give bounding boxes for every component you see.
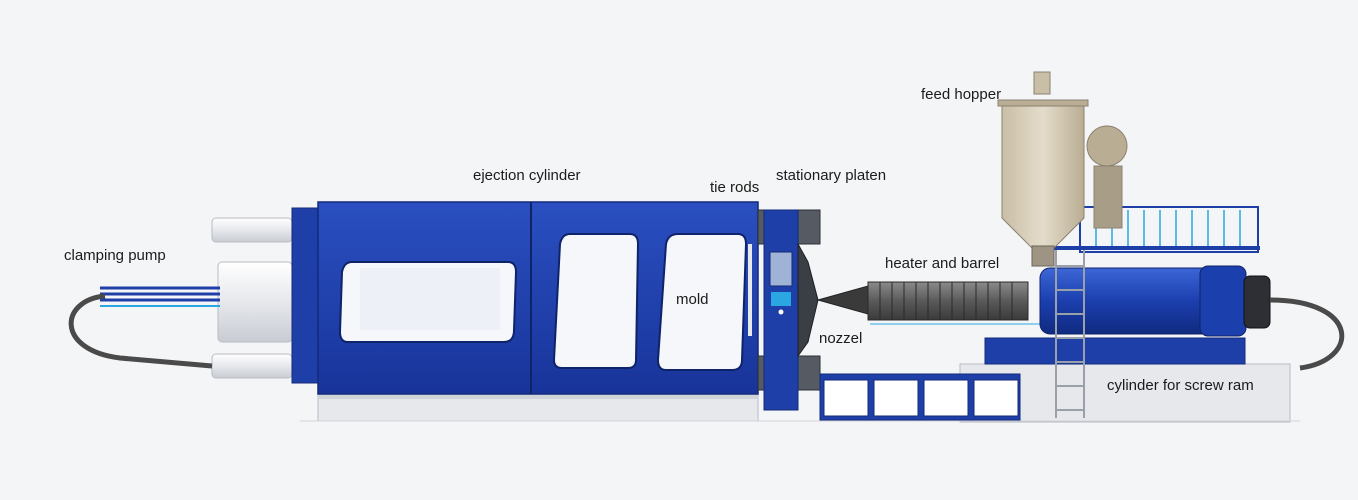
feed-hopper	[998, 72, 1127, 266]
label-ejection-cylinder: ejection cylinder	[473, 167, 581, 185]
label-clamping-pump: clamping pump	[64, 247, 166, 265]
hydraulic-lines	[100, 288, 220, 306]
label-mold: mold	[676, 291, 709, 309]
label-nozzel: nozzel	[819, 330, 862, 348]
base-cabinets	[820, 374, 1020, 420]
label-heater-and-barrel: heater and barrel	[885, 255, 999, 273]
stationary-platen	[758, 210, 820, 410]
label-cylinder-for-screw-ram: cylinder for screw ram	[1107, 377, 1254, 395]
injection-barrel	[818, 282, 1040, 324]
nozzle	[818, 286, 868, 314]
label-feed-hopper: feed hopper	[921, 86, 1001, 104]
label-tie-rods: tie rods	[710, 179, 759, 197]
clamping-pump	[71, 218, 292, 378]
guard-window-2	[554, 234, 638, 368]
label-stationary-platen: stationary platen	[776, 167, 886, 185]
